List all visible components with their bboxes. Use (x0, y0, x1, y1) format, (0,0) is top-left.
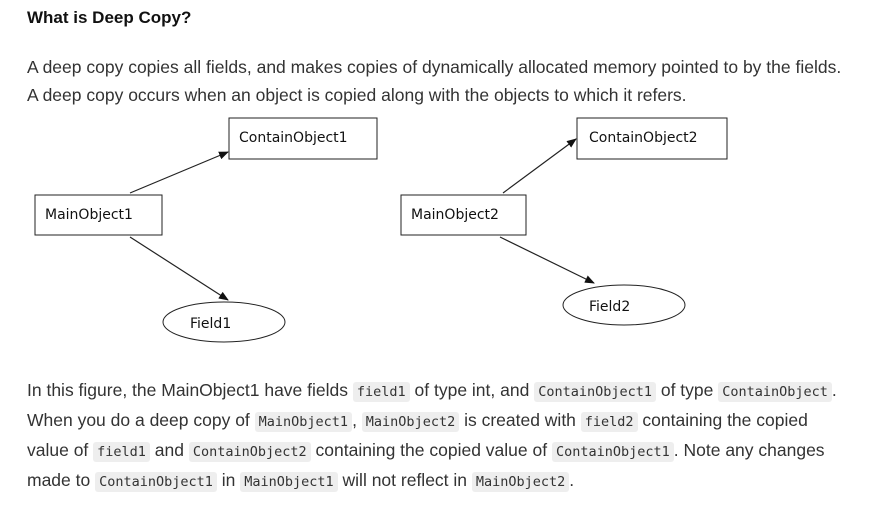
code-field2: field2 (580, 412, 638, 432)
right-object-group: MainObject2 ContainObject2 Field2 (400, 117, 728, 326)
contain-object1-label: ContainObject1 (239, 130, 348, 146)
para-text-10: . Note any changes made to (27, 440, 825, 490)
code-containobject: ContainObject (718, 382, 832, 402)
code-containobject1-third: ContainObject1 (95, 472, 217, 492)
code-mainobject1-second: MainObject1 (240, 472, 338, 492)
para-text-6: is created with (459, 410, 581, 430)
contain-object2-label: ContainObject2 (589, 130, 698, 146)
para-text-13: . (569, 470, 575, 490)
code-mainobject1: MainObject1 (254, 412, 353, 432)
page-heading: What is Deep Copy? (27, 8, 192, 27)
arrow-main2-to-contain2 (502, 138, 577, 194)
arrow-main1-to-field1 (129, 236, 229, 301)
para-text-12: will not reflect in (337, 470, 472, 490)
para-text-5: , (352, 410, 362, 430)
para-text-2: of type int, and (409, 380, 535, 400)
para-text-9: containing the copied value of (310, 440, 552, 460)
main-object2-label: MainObject2 (411, 207, 499, 223)
code-field1-second: field1 (93, 442, 150, 462)
field1-label: Field1 (190, 316, 231, 332)
para-text-11: in (216, 470, 241, 490)
code-mainobject2-second: MainObject2 (471, 472, 570, 492)
para-text-8: and (149, 440, 189, 460)
main-object1-box (34, 194, 163, 236)
arrow-main2-to-field2 (499, 236, 595, 284)
code-mainobject2: MainObject2 (361, 412, 460, 432)
para-text-7: containing the copied value of (27, 410, 808, 460)
field2-label: Field2 (589, 299, 630, 315)
code-field1: field1 (352, 382, 410, 402)
arrow-main1-to-contain1 (129, 151, 229, 194)
contain-object1-box (228, 117, 378, 160)
code-containobject1: ContainObject1 (534, 382, 656, 402)
field2-ellipse (562, 284, 686, 326)
field1-ellipse (162, 301, 286, 343)
contain-object2-box (576, 117, 728, 160)
deep-copy-diagram: MainObject1 ContainObject1 Field1 MainOb… (34, 117, 728, 343)
left-object-group: MainObject1 ContainObject1 Field1 (34, 117, 378, 343)
intro-paragraph: A deep copy copies all fields, and makes… (27, 57, 842, 105)
para-text-3: of type (655, 380, 719, 400)
para-text-4: . When you do a deep copy of (27, 380, 837, 430)
code-containobject1-second: ContainObject1 (551, 442, 674, 462)
main-object1-label: MainObject1 (45, 207, 133, 223)
explanation-paragraph: In this figure, the MainObject1 have fie… (27, 376, 847, 496)
para-text-1: In this figure, the MainObject1 have fie… (27, 380, 353, 400)
code-containobject2: ContainObject2 (188, 442, 311, 462)
main-object2-box (400, 194, 527, 236)
